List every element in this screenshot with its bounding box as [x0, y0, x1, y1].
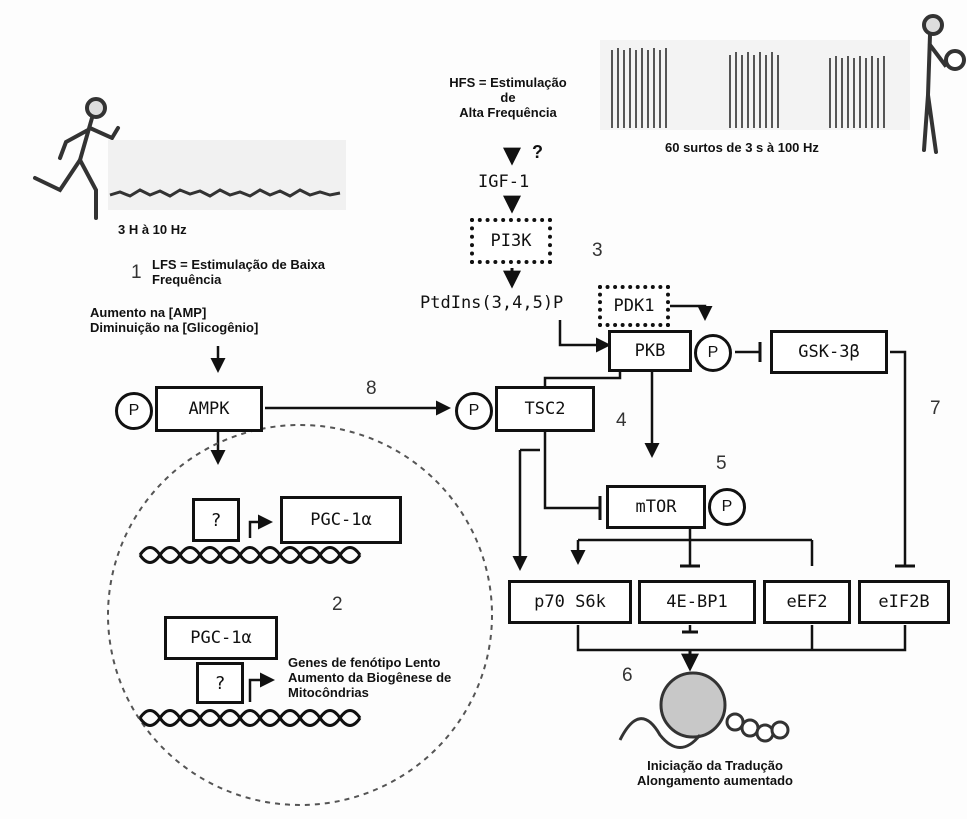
unknown-factor-top: ?: [192, 498, 240, 542]
lfs-label: LFS = Estimulação de Baixa Frequência: [152, 257, 325, 287]
pkb-node: PKB: [608, 330, 692, 372]
lfs-caption: 3 H à 10 Hz: [118, 222, 187, 237]
step-number-2: 2: [332, 594, 343, 616]
dna-helix-bottom: [140, 711, 360, 726]
translation-text: Iniciação da Tradução Alongamento aument…: [600, 758, 830, 788]
gsk3b-node: GSK-3β: [770, 330, 888, 374]
pgc1a-gene: PGC-1α: [280, 496, 402, 544]
eif2b-node: eIF2B: [858, 580, 950, 624]
nucleus-outline: [108, 425, 492, 805]
step-number-8: 8: [366, 378, 377, 400]
4ebp1-node: 4E-BP1: [638, 580, 756, 624]
mtor-phosphate: P: [708, 488, 746, 526]
step-number-3: 3: [592, 240, 603, 262]
genes-text: Genes de fenótipo Lento Aumento da Biogê…: [288, 655, 451, 700]
eef2-node: eEF2: [763, 580, 851, 624]
step-number-4: 4: [616, 410, 627, 432]
hfs-label: HFS = Estimulação de Alta Frequência: [418, 75, 598, 120]
pgc1a-protein: PGC-1α: [164, 616, 278, 660]
runner-figure: [35, 99, 118, 218]
step-number-6: 6: [622, 665, 633, 687]
mtor-node: mTOR: [606, 485, 706, 529]
tsc2-phosphate: P: [455, 392, 493, 430]
step-number-5: 5: [716, 453, 727, 475]
unknown-factor-bottom: ?: [196, 662, 244, 704]
lfs-signal-trace: [108, 140, 346, 210]
pi3k-node: PI3K: [470, 218, 552, 264]
ampk-phosphate: P: [115, 392, 153, 430]
tsc2-node: TSC2: [495, 386, 595, 432]
hfs-signal-bursts: [600, 40, 910, 130]
ptdins-label: PtdIns(3,4,5)P: [420, 293, 563, 313]
hfs-caption: 60 surtos de 3 s à 100 Hz: [665, 140, 819, 155]
ribosome-drawing: [620, 673, 788, 748]
lifter-figure: [924, 16, 964, 152]
step-number-7: 7: [930, 398, 941, 420]
ampk-node: AMPK: [155, 386, 263, 432]
pkb-phosphate: P: [694, 334, 732, 372]
p70s6k-node: p70 S6k: [508, 580, 632, 624]
hfs-question-mark: ?: [532, 145, 543, 160]
amp-glycogen-text: Aumento na [AMP] Diminuição na [Glicogên…: [90, 305, 258, 335]
dna-helix-top: [140, 548, 360, 563]
pdk1-node: PDK1: [598, 285, 670, 327]
igf1-label: IGF-1: [478, 172, 529, 192]
step-number-1: 1: [131, 262, 142, 284]
